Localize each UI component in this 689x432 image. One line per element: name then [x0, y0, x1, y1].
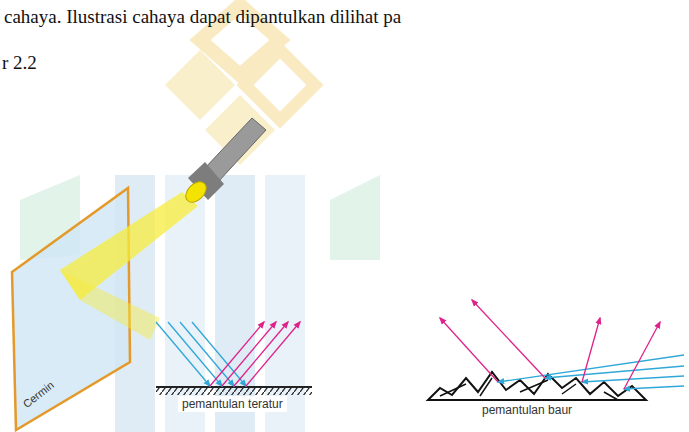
body-text: cahaya. Ilustrasi cahaya dapat dipantulk… [4, 6, 401, 28]
regular-reflection [156, 322, 312, 395]
figure-number: r 2.2 [2, 52, 37, 74]
flashlight [182, 118, 266, 206]
reflected-beam [60, 270, 160, 340]
diffuse-reflection [428, 300, 684, 400]
reflection-caption: pemantulan teratur [178, 396, 287, 412]
reflection-caption: pemantulan baur [478, 402, 576, 418]
